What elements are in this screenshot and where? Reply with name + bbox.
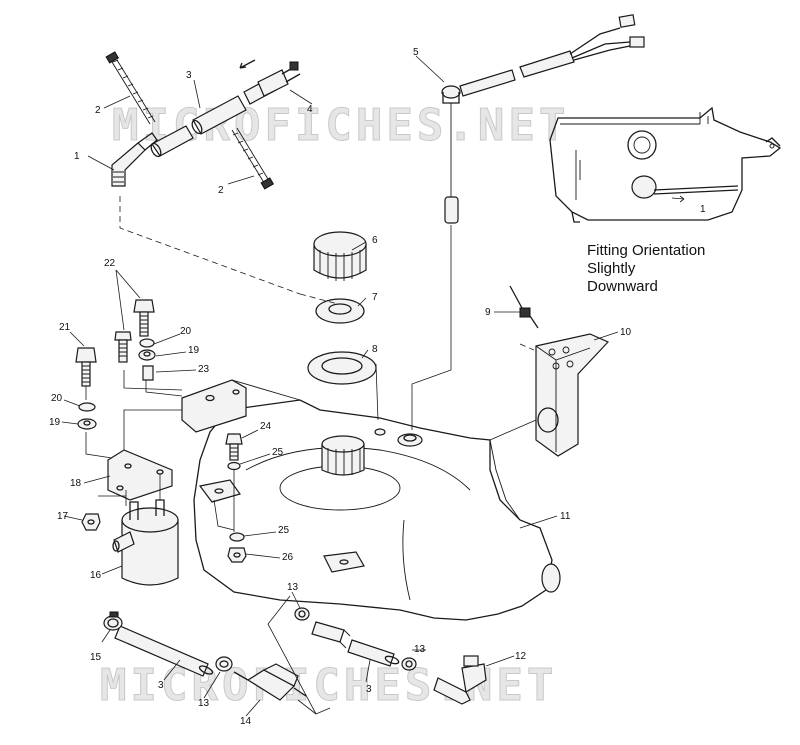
tank-bracket bbox=[181, 379, 301, 433]
watermark-top: MICROFICHES.NET bbox=[112, 100, 569, 151]
bolts-part-22 bbox=[114, 299, 155, 363]
callout-17: 17 bbox=[57, 511, 69, 522]
callout-3c: 3 bbox=[366, 684, 372, 695]
callout-13a: 13 bbox=[287, 582, 299, 593]
callout-26: 26 bbox=[282, 552, 294, 563]
vent-fitting-part-9 bbox=[509, 285, 539, 329]
callout-16: 16 bbox=[90, 570, 102, 581]
callout-15: 15 bbox=[90, 652, 102, 663]
callout-21: 21 bbox=[59, 322, 71, 333]
callout-2b: 2 bbox=[218, 185, 224, 196]
fuel-sender-part-5 bbox=[441, 14, 645, 224]
clamp-part-15 bbox=[103, 611, 123, 631]
clamp-part-2-lower bbox=[231, 127, 275, 190]
callout-25a: 25 bbox=[272, 447, 284, 458]
callout-9: 9 bbox=[485, 307, 491, 318]
callout-7: 7 bbox=[372, 292, 378, 303]
inset-callout-1: 1 bbox=[700, 204, 706, 215]
bracket-part-18 bbox=[107, 449, 173, 501]
washers-part-19-20-upper bbox=[138, 338, 156, 381]
note-line-3: Downward bbox=[587, 278, 658, 295]
callout-8: 8 bbox=[372, 344, 378, 355]
fuel-filter-part-4 bbox=[239, 59, 301, 105]
callout-23: 23 bbox=[198, 364, 210, 375]
washers-part-19-20-lower bbox=[77, 402, 97, 430]
clamp-part-13-lower-right bbox=[401, 657, 417, 671]
callout-6: 6 bbox=[372, 235, 378, 246]
callout-3b: 3 bbox=[158, 680, 164, 691]
reference-lines bbox=[85, 196, 537, 715]
callout-10: 10 bbox=[620, 327, 632, 338]
watermark-bottom: MICROFICHES.NET bbox=[100, 660, 557, 711]
elbow-fitting-part-12 bbox=[433, 655, 487, 705]
hose-part-3-lower-mid bbox=[311, 621, 400, 667]
callout-13b: 13 bbox=[198, 698, 210, 709]
callout-14: 14 bbox=[240, 716, 252, 727]
bolt-part-24 bbox=[225, 433, 243, 461]
washers-part-25-26 bbox=[227, 461, 247, 563]
clamp-part-13-upper-mid bbox=[294, 607, 310, 621]
nut-part-17 bbox=[81, 513, 101, 531]
callout-19a: 19 bbox=[188, 345, 200, 356]
hose-part-3-lower-left bbox=[114, 625, 214, 677]
callout-3a: 3 bbox=[186, 70, 192, 81]
callout-13c: 13 bbox=[414, 644, 426, 655]
callout-1: 1 bbox=[74, 151, 80, 162]
fuel-cap-part-6 bbox=[313, 231, 367, 281]
callout-5: 5 bbox=[413, 47, 419, 58]
callout-2a: 2 bbox=[95, 105, 101, 116]
fuel-pump-part-16 bbox=[112, 499, 179, 586]
callout-25b: 25 bbox=[278, 525, 290, 536]
callout-11: 11 bbox=[560, 511, 571, 522]
inline-filter-part-14 bbox=[233, 663, 307, 701]
callout-leaders bbox=[61, 55, 619, 717]
note-line-1: Fitting Orientation bbox=[587, 242, 705, 259]
fuel-tank-part-11 bbox=[193, 399, 561, 621]
callout-20b: 20 bbox=[51, 393, 63, 404]
callout-numbers: 1 2 2 3 4 5 6 7 8 9 10 11 12 13 13 13 14… bbox=[49, 47, 632, 727]
gasket-part-8 bbox=[307, 351, 377, 385]
fitting-orientation-note: Fitting Orientation Slightly Downward bbox=[587, 242, 705, 295]
callout-20a: 20 bbox=[180, 326, 192, 337]
callout-18: 18 bbox=[70, 478, 82, 489]
callout-12: 12 bbox=[515, 651, 527, 662]
elbow-fitting-part-1 bbox=[111, 132, 158, 187]
callout-4: 4 bbox=[307, 104, 313, 115]
inset-tank-view bbox=[549, 106, 782, 223]
fuel-hose-part-3-upper bbox=[150, 95, 247, 158]
bolt-part-21 bbox=[75, 347, 97, 387]
callout-22: 22 bbox=[104, 258, 116, 269]
callout-24: 24 bbox=[260, 421, 272, 432]
gasket-part-7 bbox=[315, 298, 365, 324]
note-line-2: Slightly bbox=[587, 260, 636, 277]
clamp-part-2-upper bbox=[105, 51, 156, 125]
callout-19b: 19 bbox=[49, 417, 61, 428]
mount-bracket-part-10 bbox=[535, 333, 610, 457]
clamp-part-13-lower-left bbox=[215, 656, 233, 672]
